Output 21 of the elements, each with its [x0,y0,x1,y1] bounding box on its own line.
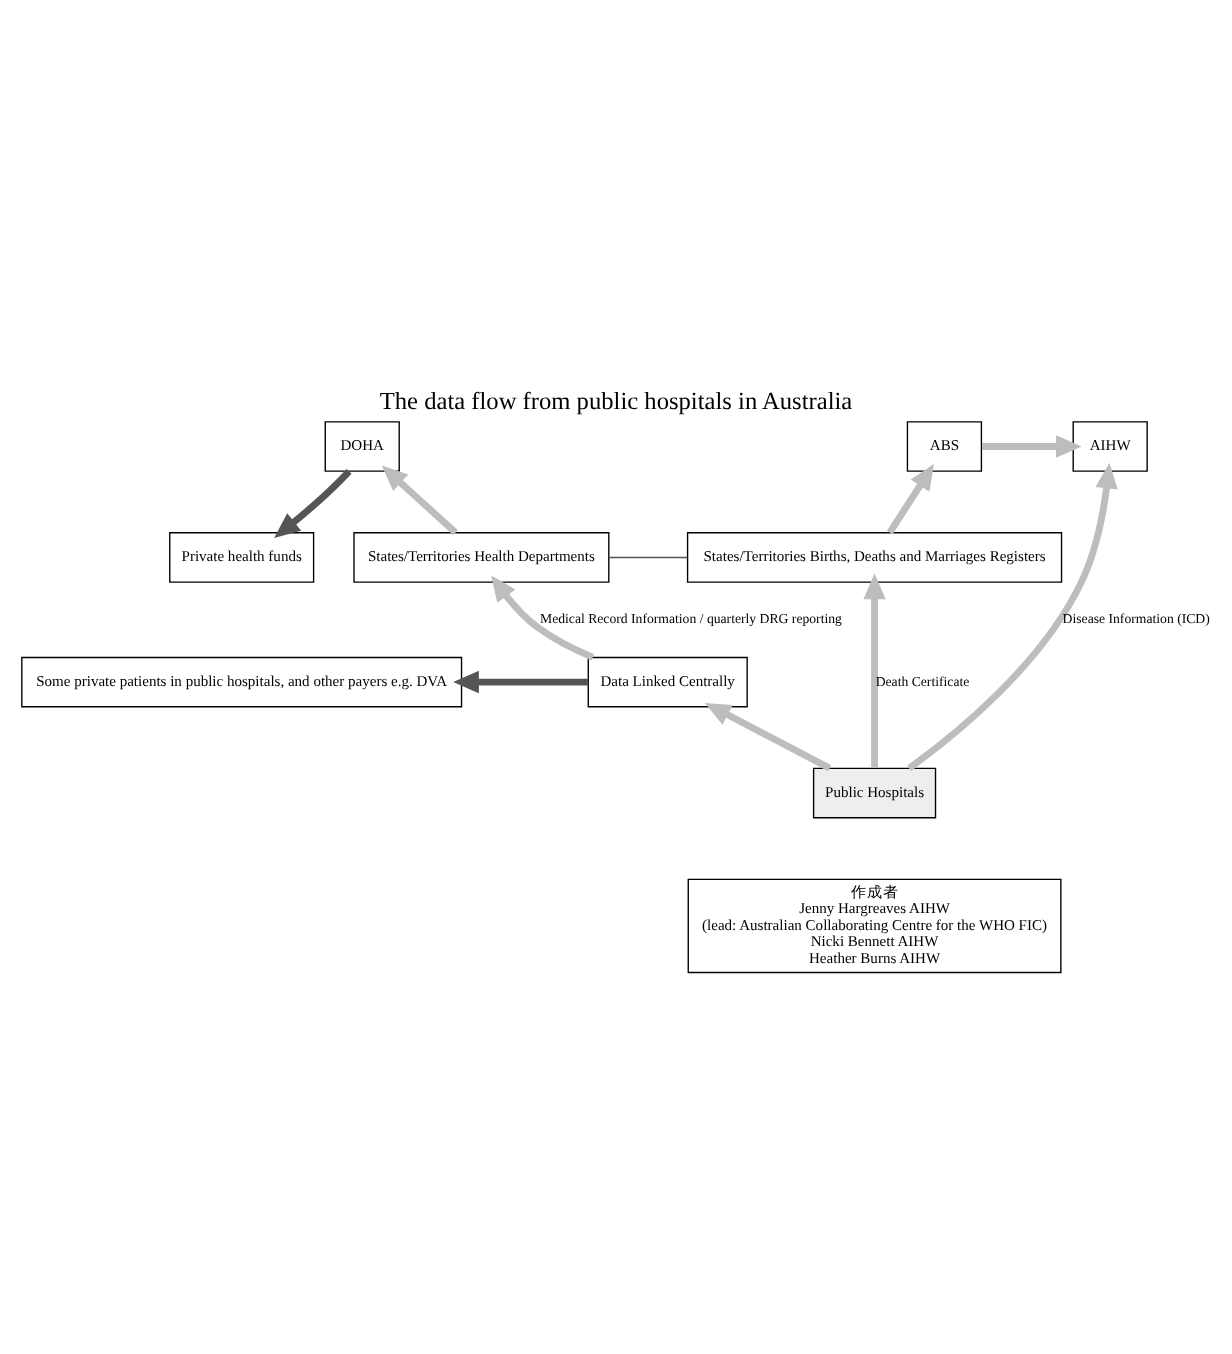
arrow [381,464,458,535]
node-box: Public Hospitals [812,766,937,818]
node-box: Private health funds [169,531,315,582]
node-box: 作成者 Jenny Hargreaves AIHW (lead: Australian Collaborating Centre for the WHO FIC) Nicki Bennett AIHW Heather Burns AIHW [687,877,1062,973]
arrow [907,461,1118,771]
node-box: DOHA [324,420,400,471]
arrow [886,463,934,534]
node-box: Data Linked Centrally [587,655,748,707]
node-box: AIHW [1072,420,1148,471]
arrow [981,434,1082,457]
node-box: States/Territories Births, Deaths and Marriages Registers [686,531,1063,582]
node-box: States/Territories Health Departments [353,531,610,582]
arrow [863,572,886,768]
diagram-title: The data flow from public hospitals in Australia [379,385,853,414]
node-box: ABS [906,420,983,471]
arrow [453,669,589,693]
arrow [704,701,832,771]
node-box: Some private patients in public hospitals, and other payers e.g. DVA [21,655,463,707]
connector [608,555,688,558]
arrow [491,574,595,660]
arrow [274,467,352,537]
